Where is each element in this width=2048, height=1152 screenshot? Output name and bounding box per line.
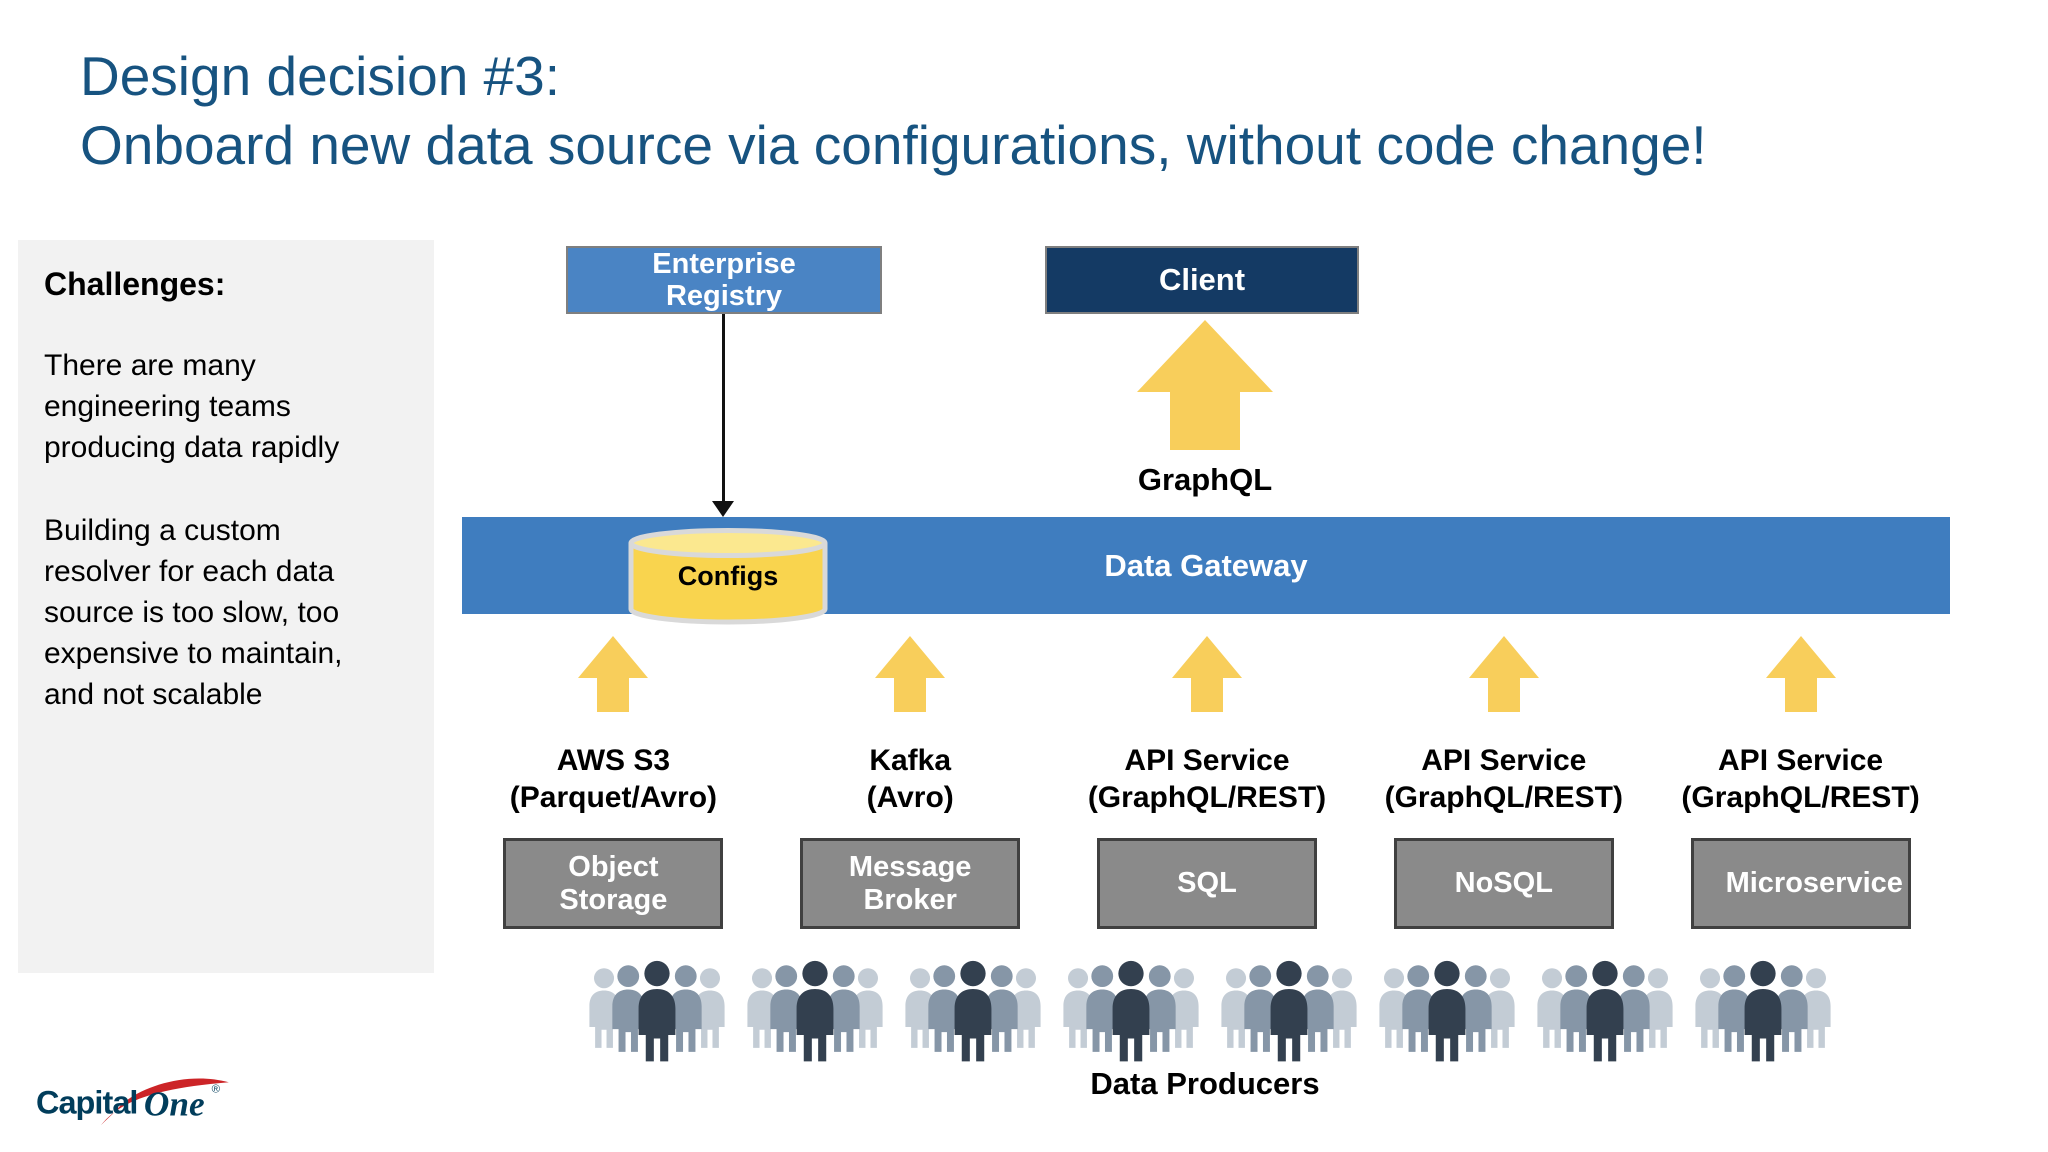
source-label: API Service (GraphQL/REST) <box>1385 742 1623 816</box>
graphql-label: GraphQL <box>1137 462 1273 497</box>
source-format: (GraphQL/REST) <box>1087 781 1327 814</box>
system-label: Object Storage <box>559 850 668 916</box>
logo-text-one: One <box>144 1085 205 1124</box>
up-arrow-icon <box>1468 636 1539 712</box>
people-group-icon <box>905 960 1041 1062</box>
system-label: Microservice <box>1725 867 1903 899</box>
source-label: AWS S3 (Parquet/Avro) <box>510 742 717 816</box>
source-name: API Service <box>1421 744 1587 777</box>
source-name: Kafka <box>869 744 952 777</box>
people-group-icon <box>589 960 725 1062</box>
capital-one-logo: Capital One ® <box>36 1078 229 1126</box>
people-group-icon <box>1537 960 1673 1062</box>
source-name: API Service <box>1718 744 1884 777</box>
client-box: Client <box>1045 246 1359 314</box>
up-arrow-icon <box>1765 636 1836 712</box>
source-label: Kafka (Avro) <box>867 742 954 816</box>
up-arrow-icon <box>578 636 649 712</box>
up-arrow-icon <box>875 636 946 712</box>
system-label: Message Broker <box>848 850 972 916</box>
challenges-heading: Challenges: <box>44 266 226 302</box>
source-column-message-broker: Kafka (Avro) Message Broker <box>762 630 1059 942</box>
enterprise-registry-box: Enterprise Registry <box>566 246 882 314</box>
registry-to-gateway-arrowhead-icon <box>712 501 734 517</box>
data-gateway-label: Data Gateway <box>1104 547 1308 583</box>
data-producers-label: Data Producers <box>1090 1066 1320 1101</box>
client-label: Client <box>1158 262 1246 297</box>
source-format: (Parquet/Avro) <box>509 781 718 814</box>
database-cylinder-icon <box>628 528 828 625</box>
configs-cylinder: Configs <box>627 528 829 626</box>
system-box: SQL <box>1096 838 1317 929</box>
people-row <box>578 958 1842 1070</box>
challenges-panel: Challenges: There are many engineering t… <box>18 240 434 973</box>
source-label: API Service (GraphQL/REST) <box>1088 742 1326 816</box>
people-group-icon <box>747 960 883 1062</box>
enterprise-registry-label: Enterprise Registry <box>652 248 796 312</box>
registry-to-gateway-arrow-line <box>722 314 725 502</box>
people-group-icon <box>1695 960 1831 1062</box>
source-name: AWS S3 <box>556 744 671 777</box>
up-arrow-icon <box>1171 636 1242 712</box>
challenges-paragraph-1: There are many engineering teams produci… <box>44 349 340 464</box>
system-box: Message Broker <box>800 838 1021 929</box>
people-group-icon <box>1379 960 1515 1062</box>
configs-label: Configs <box>677 561 779 591</box>
source-column-microservice: API Service (GraphQL/REST) Microservice <box>1652 630 1949 942</box>
system-label: SQL <box>1177 867 1237 899</box>
system-box: Microservice <box>1690 838 1911 929</box>
challenges-paragraph-2: Building a custom resolver for each data… <box>44 514 343 711</box>
logo-registered-mark: ® <box>212 1084 221 1096</box>
source-column-sql: API Service (GraphQL/REST) SQL <box>1059 630 1356 942</box>
system-label: NoSQL <box>1454 867 1553 899</box>
source-label: API Service (GraphQL/REST) <box>1681 742 1919 816</box>
source-name: API Service <box>1124 744 1290 777</box>
logo-text-capital: Capital <box>36 1085 137 1121</box>
system-box: NoSQL <box>1393 838 1614 929</box>
logo-swoosh-icon <box>100 1078 229 1126</box>
slide-title-line1: Design decision #3: <box>80 45 561 107</box>
source-column-object-storage: AWS S3 (Parquet/Avro) Object Storage <box>465 630 762 942</box>
source-format: (Avro) <box>866 781 954 814</box>
source-columns-row: AWS S3 (Parquet/Avro) Object Storage Kaf… <box>465 630 1949 942</box>
slide-title-line2: Onboard new data source via configuratio… <box>80 114 1707 176</box>
slide-title: Design decision #3: Onboard new data sou… <box>80 42 1707 180</box>
source-format: (GraphQL/REST) <box>1681 781 1920 814</box>
source-format: (GraphQL/REST) <box>1384 781 1623 814</box>
people-group-icon <box>1221 960 1357 1062</box>
graphql-up-arrow-icon <box>1137 320 1273 450</box>
source-column-nosql: API Service (GraphQL/REST) NoSQL <box>1355 630 1652 942</box>
system-box: Object Storage <box>503 838 724 929</box>
people-group-icon <box>1063 960 1199 1062</box>
